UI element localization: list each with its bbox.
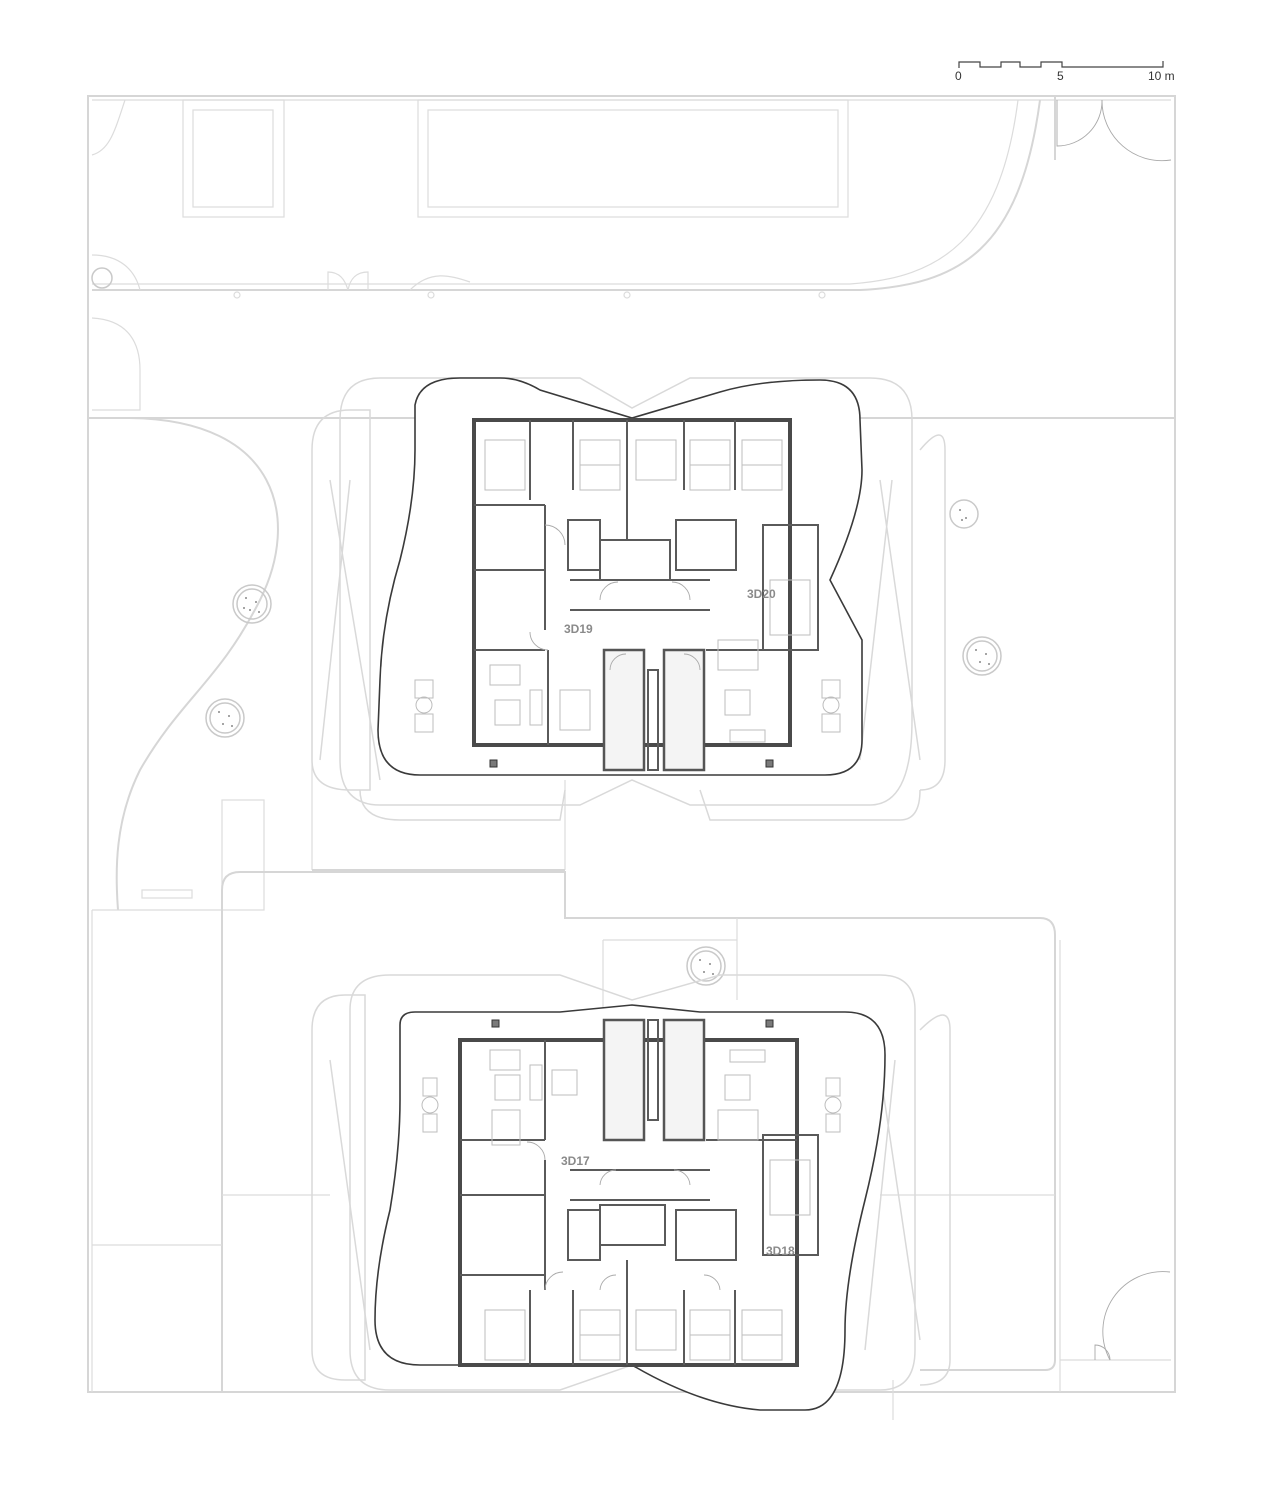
slab-outline (374, 1004, 886, 1411)
unit-label-3d19: 3D19 (564, 622, 593, 636)
north-building: 3D19 3D20 (311, 377, 946, 821)
unit-label-3d17: 3D17 (561, 1154, 590, 1168)
scale-tick-10: 10 m (1148, 69, 1175, 83)
tree-icon (686, 946, 726, 986)
curved-path (92, 99, 1041, 291)
unit-label-3d18: 3D18 (766, 1244, 795, 1258)
planter-box-long (417, 99, 849, 218)
tree-icon (205, 698, 245, 738)
slab-outline (377, 377, 863, 776)
scale-tick-5: 5 (1057, 69, 1064, 83)
unit-label-3d20: 3D20 (747, 587, 776, 601)
site-boundary (87, 95, 1176, 1393)
scale-bar: 0 5 10 m (955, 61, 1175, 83)
trees (205, 499, 1002, 986)
tree-icon (232, 584, 272, 624)
planter-box (182, 99, 285, 218)
tree-icon (962, 636, 1002, 676)
tree-icon (949, 499, 979, 529)
scale-tick-0: 0 (955, 69, 962, 83)
south-building: 3D17 3D18 (311, 974, 951, 1411)
